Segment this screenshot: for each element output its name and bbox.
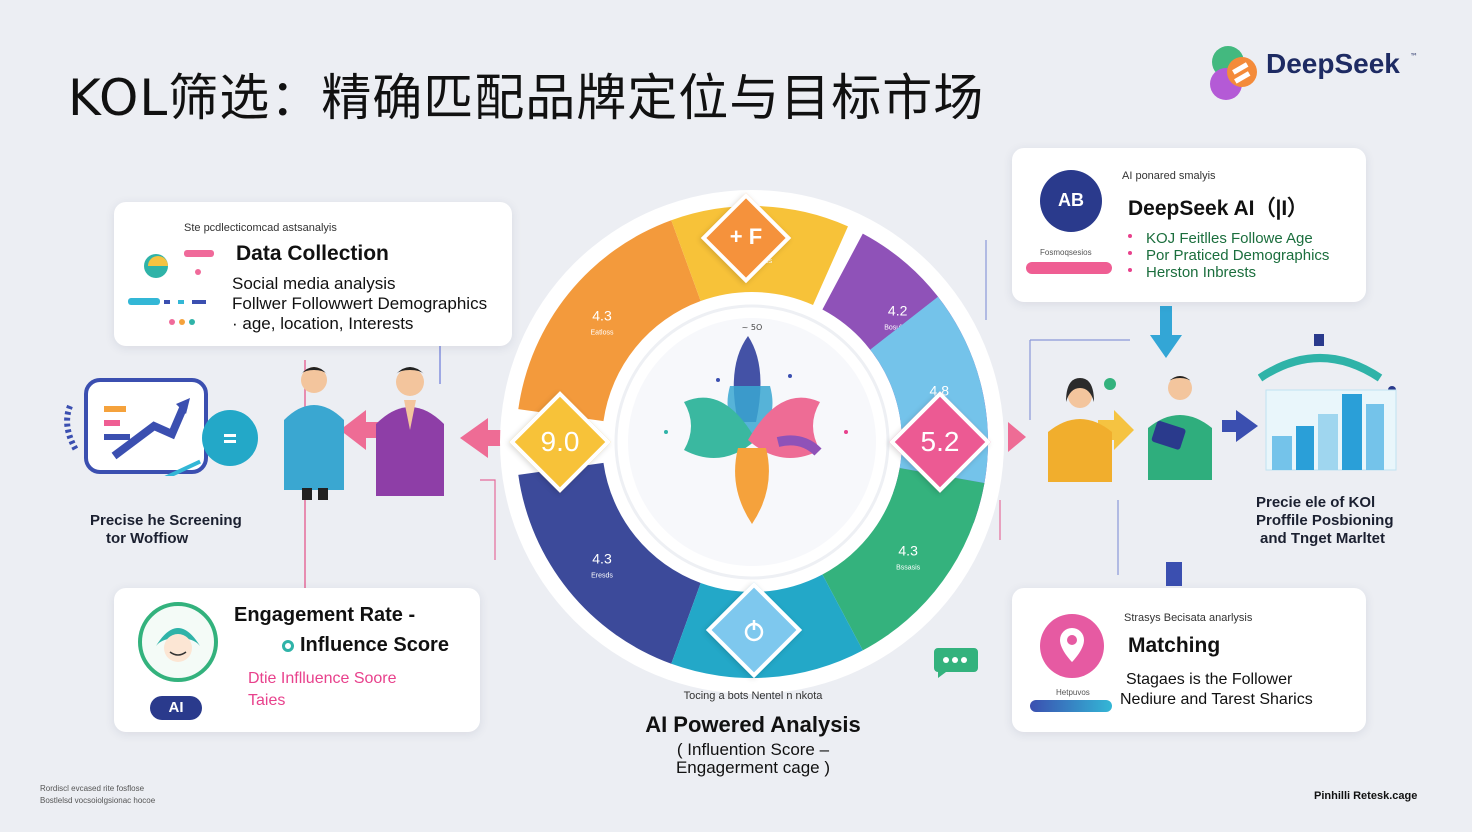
ai-badge-icon bbox=[1040, 170, 1102, 232]
ring-segment bbox=[518, 220, 701, 422]
data-card-heading: Data Collection bbox=[236, 242, 389, 265]
influence-dot-icon bbox=[282, 640, 294, 652]
left-diamond-value: 9.0 bbox=[540, 426, 580, 457]
center-caption-sub-2: Engagerment cage ) bbox=[675, 758, 831, 777]
matching-tag-label: Hetpuvos bbox=[1056, 688, 1090, 697]
ring-segment bbox=[822, 468, 985, 651]
top-diamond-label: + F bbox=[729, 224, 763, 249]
ring-segment-label: Eresds bbox=[591, 572, 613, 579]
center-top-label: ~ 5O bbox=[742, 323, 763, 332]
matching-line-2: Nediure and Tarest Sharics bbox=[1120, 691, 1313, 708]
deepseek-line-2: Por Praticed Demographics bbox=[1146, 247, 1330, 264]
matching-subtitle: Strasys Becisata anarlysis bbox=[1124, 612, 1253, 624]
data-card-line-1: Social media analysis bbox=[232, 274, 396, 293]
engagement-line-2: Taies bbox=[248, 692, 286, 709]
left-diamond: 9.0 bbox=[509, 391, 611, 493]
deepseek-line-3: Herston Inbrests bbox=[1146, 264, 1257, 281]
center-caption-heading: AI Powered Analysis bbox=[645, 712, 861, 737]
people-illustration-left bbox=[284, 367, 444, 500]
analysis-ring-diagram: 4.3Eresds4.3Eatloss4.2Bsiraoss4.2Bosubss… bbox=[500, 190, 1004, 694]
logo-tm: ™ bbox=[1410, 52, 1418, 61]
data-collection-card: Ste pcdlecticomcad astsanalyis Data Coll… bbox=[114, 202, 512, 346]
bullet-icon bbox=[1128, 251, 1132, 255]
deepseek-tag-bar bbox=[1026, 262, 1112, 274]
analysis-swirl-icon bbox=[744, 620, 764, 642]
ring-segment-value: 4.3 bbox=[898, 542, 918, 558]
ring-segment-label: Bssasis bbox=[896, 564, 921, 571]
data-illustration-icon bbox=[128, 250, 214, 325]
matching-tag-bar bbox=[1030, 700, 1112, 712]
matching-card: Hetpuvos Strasys Becisata anarlysis Matc… bbox=[1012, 588, 1366, 732]
bullet-icon bbox=[1128, 234, 1132, 238]
ai-badge-label: AB bbox=[1058, 190, 1084, 210]
engagement-heading: Engagement Rate - bbox=[234, 604, 416, 626]
location-pin-icon bbox=[1040, 614, 1104, 678]
ai-pill bbox=[150, 696, 202, 720]
right-caption-line-1: Precie ele of KOl bbox=[1256, 494, 1376, 511]
footer-left-line-1: Rordiscl evcased rite fosflose bbox=[40, 784, 145, 793]
bar-chart-icon bbox=[1258, 334, 1397, 471]
matching-line-1: Stagaes is the Follower bbox=[1126, 671, 1293, 688]
ring-segment-value: 4.2 bbox=[888, 302, 908, 318]
footer-left-line-2: Bostlelsd vocsoiolgsionac hocoe bbox=[40, 796, 156, 805]
right-caption-line-3: and Tnget Marltet bbox=[1260, 530, 1386, 547]
deepseek-ai-card: AB AI ponared smalyis DeepSeek AI（|I） Fo… bbox=[1012, 148, 1366, 302]
ring-segment-value: 4.3 bbox=[592, 308, 612, 324]
matching-heading: Matching bbox=[1128, 634, 1221, 657]
center-caption-sub-1: ( Influention Score – bbox=[676, 740, 830, 759]
right-caption-line-2: Proffile Posbioning bbox=[1256, 512, 1394, 529]
deepseek-tag-label: Fosmoqsesios bbox=[1040, 248, 1092, 257]
top-diamond: + F bbox=[700, 192, 792, 284]
data-card-subtitle: Ste pcdlecticomcad astsanalyis bbox=[184, 222, 337, 234]
ring-segment-value: 4.8 bbox=[930, 382, 950, 398]
avatar-icon bbox=[138, 602, 218, 682]
workflow-chart-icon bbox=[64, 378, 258, 476]
ai-pill-label: AI bbox=[168, 699, 184, 716]
chat-bubble-icon bbox=[934, 648, 978, 678]
footer-right: Pinhilli Retesk.cage bbox=[1314, 790, 1418, 802]
bullet-icon bbox=[1128, 268, 1132, 272]
right-diamond-value: 5.2 bbox=[920, 426, 960, 457]
deepseek-card-heading: DeepSeek AI（|I） bbox=[1128, 197, 1309, 220]
ring-segment-value: 4.3 bbox=[592, 550, 612, 566]
page-title: KOL筛选：精确匹配品牌定位与目标市场 bbox=[68, 69, 985, 127]
left-caption-line-1: Precise he Screening bbox=[90, 512, 242, 529]
deepseek-line-1: KOJ Feitlles Followe Age bbox=[1146, 230, 1313, 247]
right-diamond: 5.2 bbox=[889, 391, 991, 493]
people-illustration-right bbox=[1048, 376, 1212, 482]
data-card-line-2: Follwer Followwert Demographics bbox=[232, 294, 488, 313]
data-card-line-3: · age, location, Interests bbox=[232, 314, 414, 333]
influence-heading: Influence Score bbox=[300, 634, 449, 656]
ring-segment-label: Eatloss bbox=[591, 330, 614, 337]
ring-segment bbox=[518, 462, 701, 664]
logo-name: DeepSeek bbox=[1266, 48, 1400, 79]
center-caption-small: Tocing a bots Nentel n nkota bbox=[683, 690, 823, 702]
engagement-line-1: Dtie Inflluence Soore bbox=[248, 670, 397, 687]
left-caption-line-2: tor Woffiow bbox=[106, 530, 189, 547]
ring-segment-label: Bosubss bbox=[884, 324, 911, 331]
bottom-diamond bbox=[705, 581, 803, 679]
deepseek-card-subtitle: AI ponared smalyis bbox=[1122, 170, 1216, 182]
engagement-card: AI Engagement Rate - Influence Score Dti… bbox=[114, 588, 480, 732]
deepseek-logo bbox=[1210, 46, 1257, 100]
